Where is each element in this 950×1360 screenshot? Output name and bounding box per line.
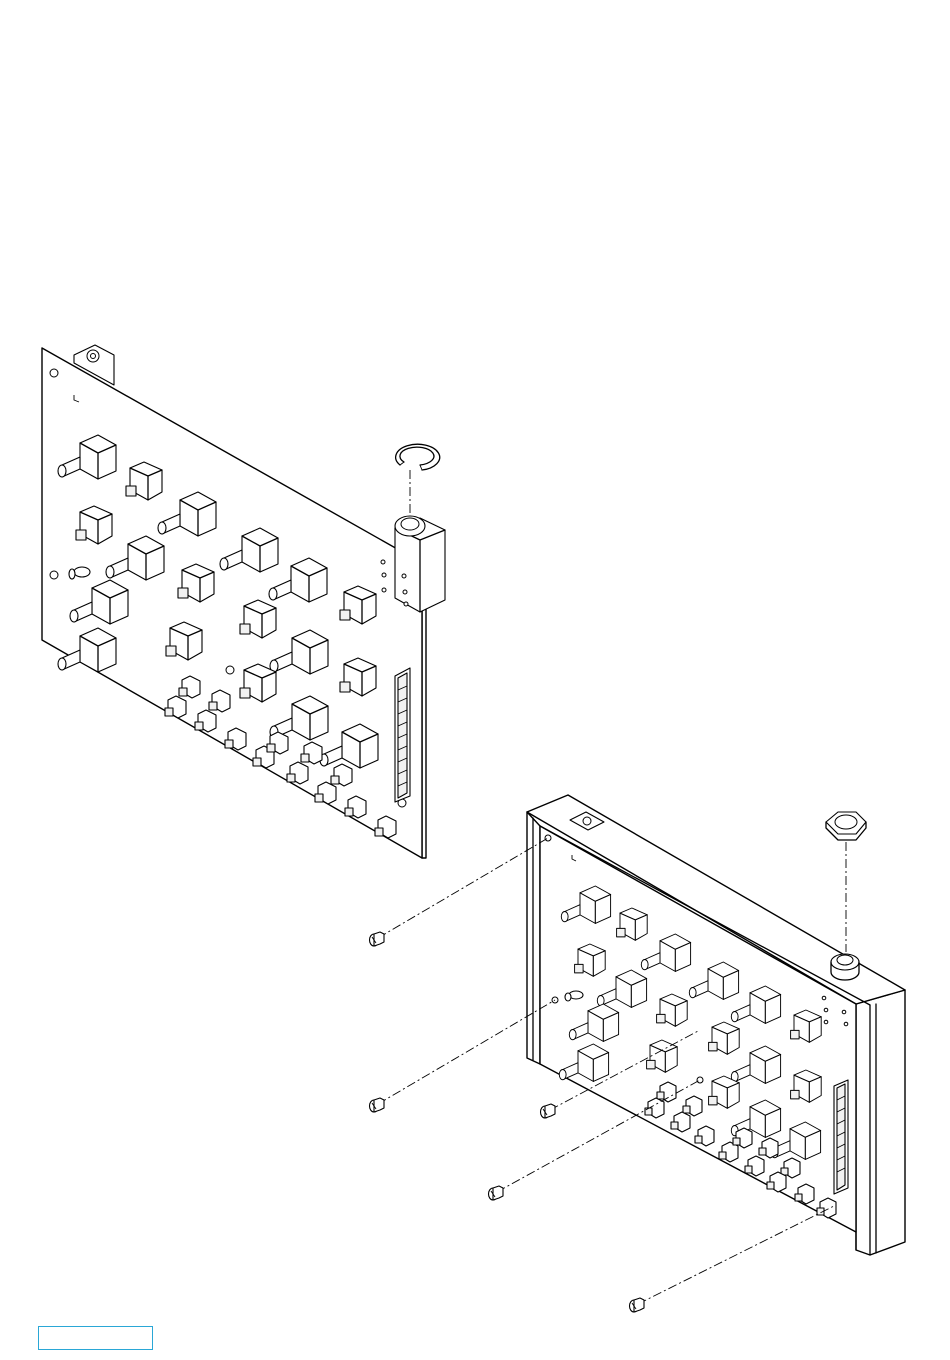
upper-mount-hole (50, 369, 58, 377)
screw (541, 1104, 556, 1118)
lower-pcb-connector (834, 1080, 848, 1194)
lower-chassis-assembly (527, 795, 905, 1255)
hex-nut (826, 812, 866, 840)
upper-jack-bushing (395, 516, 445, 612)
screw (489, 1186, 504, 1200)
screw (370, 932, 385, 946)
upper-pcb-assembly (42, 345, 445, 858)
page-reference-box (38, 1326, 153, 1350)
screw (370, 1098, 385, 1112)
chassis-right-wall (856, 990, 905, 1255)
screw (630, 1298, 645, 1312)
upper-pcb-connector (395, 668, 410, 802)
retaining-clip (396, 444, 440, 470)
